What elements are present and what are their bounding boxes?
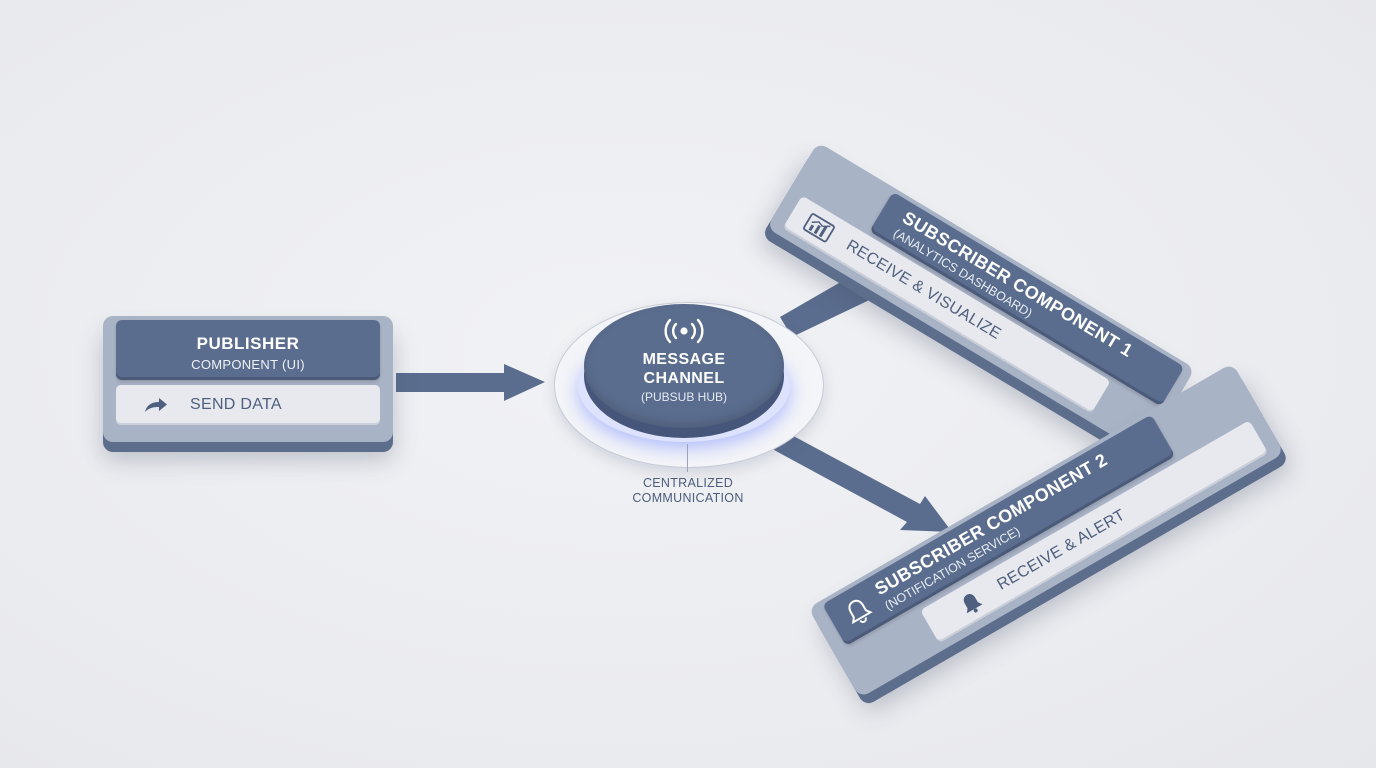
- arrow-publisher-to-hub: [396, 364, 545, 401]
- send-data-label: SEND DATA: [190, 396, 282, 413]
- chart-icon: [803, 213, 835, 243]
- publisher-title: PUBLISHER: [196, 334, 300, 353]
- arrow-hub-to-subscriber2: [774, 432, 952, 532]
- subscriber-component-1[interactable]: SUBSCRIBER COMPONENT 1 (ANALYTICS DASHBO…: [766, 142, 1196, 455]
- receive-visualize-button[interactable]: RECEIVE & VISUALIZE: [782, 195, 1111, 414]
- hub-title-line1: MESSAGE: [642, 351, 726, 368]
- receive-alert-button[interactable]: RECEIVE & ALERT: [920, 420, 1269, 644]
- send-data-button[interactable]: SEND DATA: [116, 385, 380, 425]
- forward-arrow-icon: [145, 398, 167, 412]
- hub-title: MESSAGE CHANNEL: [584, 350, 784, 388]
- bell-icon: [963, 594, 983, 614]
- hub-subtitle: (PUBSUB HUB): [640, 390, 727, 404]
- message-channel-hub[interactable]: MESSAGE CHANNEL (PUBSUB HUB): [584, 304, 784, 428]
- publisher-header: PUBLISHER COMPONENT (UI): [116, 320, 380, 380]
- publisher-component[interactable]: PUBLISHER COMPONENT (UI) SEND DATA: [103, 316, 393, 442]
- publisher-subtitle: COMPONENT (UI): [191, 357, 305, 372]
- hub-title-line2: CHANNEL: [643, 370, 725, 387]
- subscriber-component-2[interactable]: SUBSCRIBER COMPONENT 2 (NOTIFICATION SER…: [808, 363, 1285, 699]
- hub-caption: CENTRALIZED COMMUNICATION: [588, 476, 788, 506]
- hub-caption-line1: CENTRALIZED: [642, 476, 734, 490]
- hub-caption-line2: COMMUNICATION: [632, 491, 744, 505]
- bell-icon: [848, 599, 873, 625]
- hub-caption-leader: [687, 444, 688, 472]
- broadcast-icon: [664, 318, 704, 344]
- subscriber2-header: SUBSCRIBER COMPONENT 2 (NOTIFICATION SER…: [822, 414, 1176, 647]
